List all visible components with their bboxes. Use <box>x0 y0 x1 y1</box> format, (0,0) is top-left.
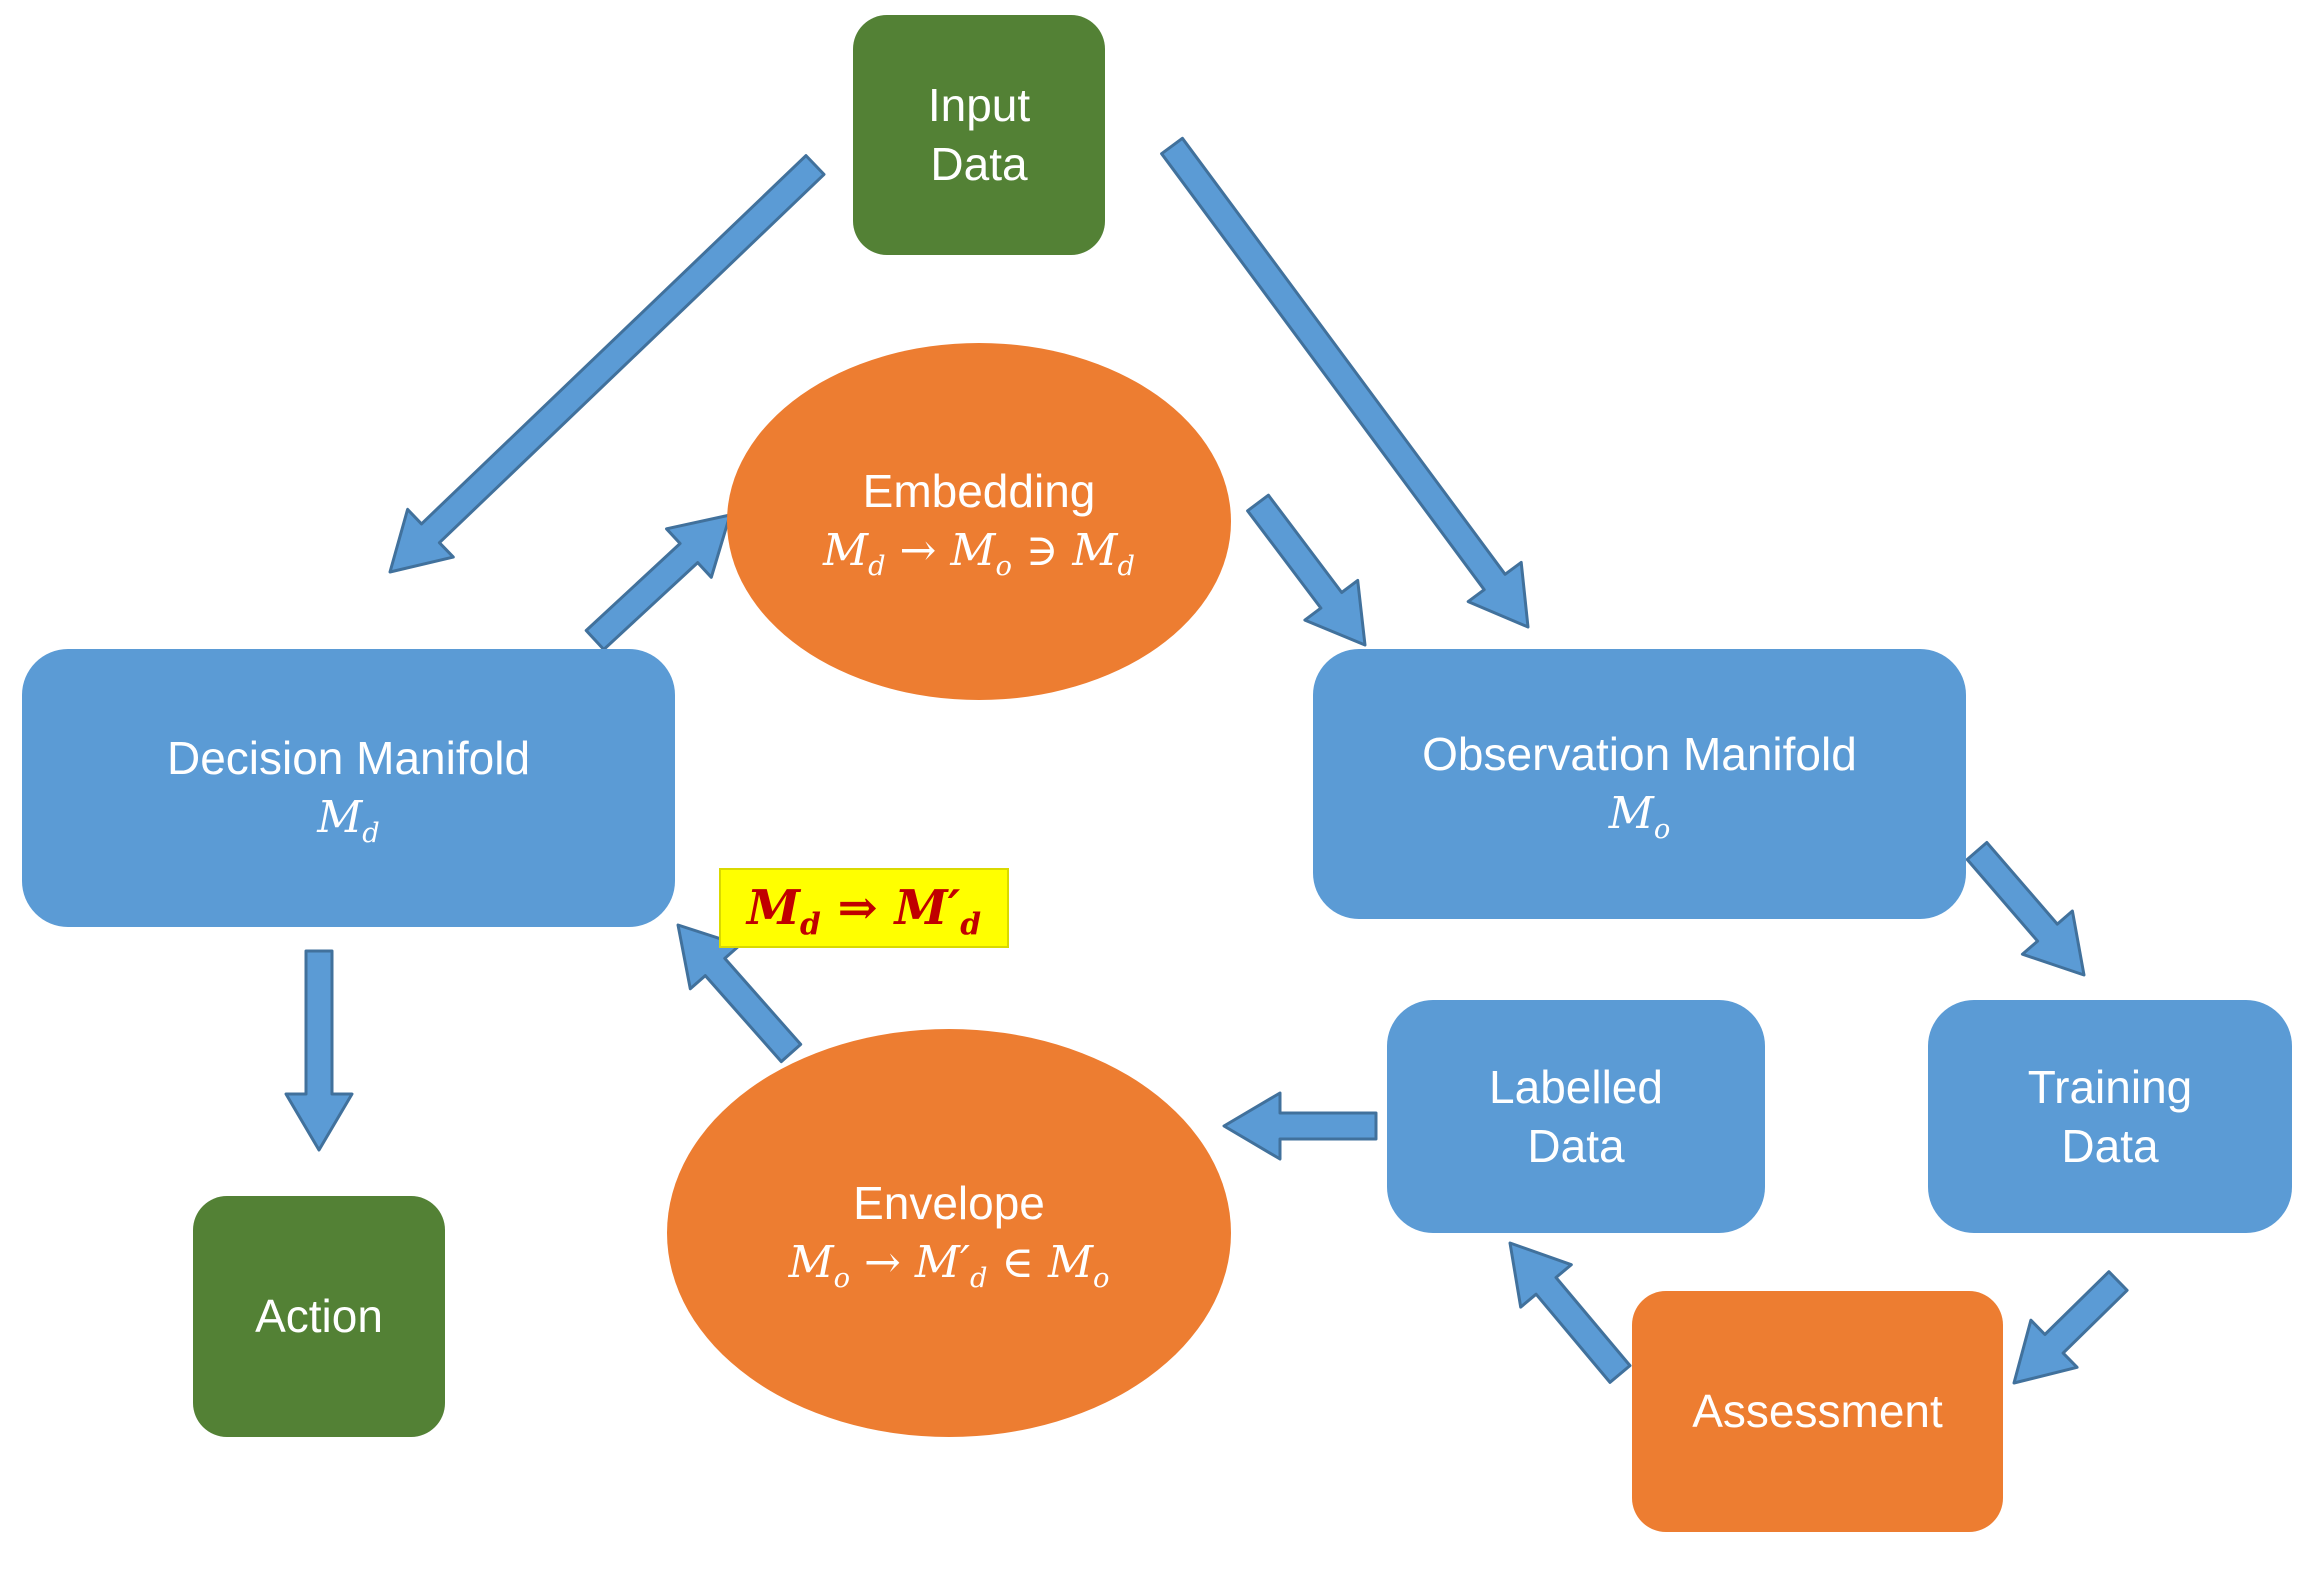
envelope-math: Mo → M′d ∈ Mo <box>788 1236 1110 1294</box>
envelope-node: Envelope Mo → M′d ∈ Mo <box>667 1029 1231 1437</box>
arrow-decision-manifold-to-embedding <box>584 513 732 651</box>
arrow-assessment-to-labelled-data <box>1508 1241 1632 1384</box>
input-data-label-line2: Data <box>930 138 1028 190</box>
arrow-decision-manifold-to-action <box>284 949 354 1152</box>
arrow-observation-manifold-to-training-data <box>1965 841 2086 977</box>
observation-manifold-math: Mo <box>1608 787 1671 845</box>
embedding-label: Embedding <box>862 465 1096 518</box>
labelled-data-label-line2: Data <box>1527 1119 1625 1172</box>
embedding-node: Embedding Md → Mo ∋ Md <box>727 343 1231 700</box>
arrow-embedding-to-observation-manifold <box>1246 493 1367 647</box>
arrow-training-data-to-assessment <box>2012 1270 2129 1385</box>
embedding-math: Md → Mo ∋ Md <box>823 525 1135 583</box>
arrow-envelope-to-decision-manifold <box>676 923 803 1064</box>
update-rule-highlight: Md ⇒ M′d <box>719 868 1009 948</box>
observation-manifold-label: Observation Manifold <box>1422 727 1857 780</box>
training-data-label-line2: Data <box>2061 1119 2159 1172</box>
decision-manifold-math: Md <box>317 791 380 849</box>
observation-manifold-node: Observation Manifold Mo <box>1313 649 1966 919</box>
labelled-data-node: Labelled Data <box>1387 1000 1765 1233</box>
assessment-node: Assessment <box>1632 1291 2003 1532</box>
action-label: Action <box>255 1290 383 1343</box>
training-data-label-line1: Training <box>2027 1060 2193 1113</box>
input-data-node: Input Data <box>853 15 1105 255</box>
assessment-label: Assessment <box>1692 1385 1943 1438</box>
decision-manifold-label: Decision Manifold <box>166 731 531 784</box>
training-data-node: Training Data <box>1928 1000 2292 1233</box>
arrow-input-data-to-observation-manifold <box>1160 136 1530 629</box>
input-data-label-line1: Input <box>927 79 1031 132</box>
arrow-input-data-to-decision-manifold <box>388 154 826 574</box>
arrow-labelled-data-to-envelope <box>1222 1091 1378 1161</box>
labelled-data-label-line1: Labelled <box>1489 1060 1663 1113</box>
update-rule-math: Md ⇒ M′d <box>746 880 982 943</box>
envelope-label: Envelope <box>853 1176 1045 1229</box>
action-node: Action <box>193 1196 445 1437</box>
decision-manifold-node: Decision Manifold Md <box>22 649 675 927</box>
